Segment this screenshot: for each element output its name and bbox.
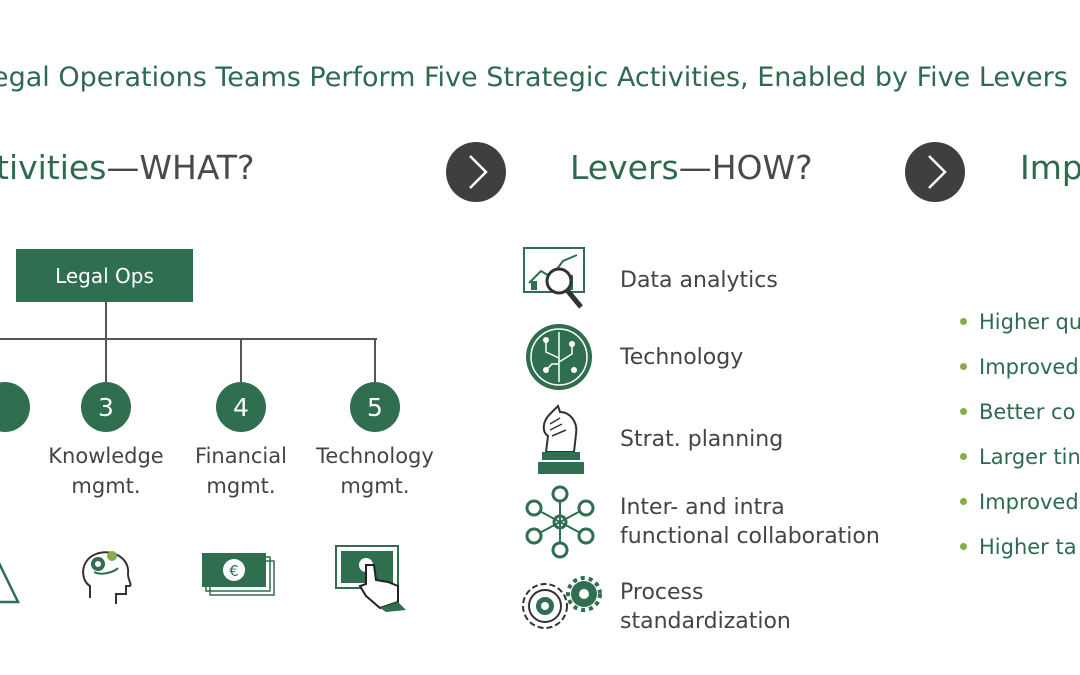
gears-icon xyxy=(522,576,602,629)
head-gears-icon xyxy=(82,551,132,604)
activities-heading: tivities—WHAT? xyxy=(0,148,255,187)
activity-number: 4 xyxy=(216,382,266,432)
activity-number: 5 xyxy=(350,382,400,432)
activity-label: Technology mgmt. xyxy=(316,444,434,498)
activity-number xyxy=(0,382,30,432)
bullet-dot xyxy=(960,497,967,505)
warning-triangle-icon xyxy=(0,562,20,604)
lever-label: Strat. planning xyxy=(620,427,784,452)
tree-connector xyxy=(374,338,376,384)
legal-ops-box: Legal Ops xyxy=(16,249,193,302)
levers-heading: Levers—HOW? xyxy=(570,148,813,187)
impact-item: Higher ta xyxy=(960,535,1077,559)
activity-label: Financial mgmt. xyxy=(195,444,287,498)
activity-number: 3 xyxy=(81,382,131,432)
chevron-right-icon xyxy=(446,142,506,202)
impact-item: Higher qu xyxy=(960,310,1080,334)
circuit-icon xyxy=(526,324,592,390)
impact-heading: Imp xyxy=(1020,148,1080,187)
bullet-dot xyxy=(960,407,967,415)
svg-text:€: € xyxy=(229,562,239,580)
tree-connector xyxy=(240,338,242,384)
chess-knight-icon xyxy=(538,404,584,474)
tree-connector xyxy=(105,302,107,339)
bullet-dot xyxy=(960,452,967,460)
bullet-dot xyxy=(960,362,967,370)
page-title: egal Operations Teams Perform Five Strat… xyxy=(0,62,1068,93)
bullet-dot xyxy=(960,317,967,325)
tree-connector xyxy=(0,338,377,340)
tree-connector xyxy=(105,338,107,384)
lever-label: Inter- and intra functional collaboratio… xyxy=(620,495,880,549)
euro-banknotes-icon: € xyxy=(202,553,275,596)
lever-label: Process standardization xyxy=(620,580,791,634)
activity-label: Knowledge mgmt. xyxy=(48,444,164,498)
chevron-right-icon xyxy=(905,142,965,202)
analytics-magnifier-icon xyxy=(523,247,585,309)
lever-label: Technology xyxy=(620,345,744,370)
impact-item: Improved xyxy=(960,355,1079,379)
impact-item: Better co xyxy=(960,400,1075,424)
touch-screen-icon xyxy=(335,545,406,612)
lever-label: Data analytics xyxy=(620,268,778,293)
bullet-dot xyxy=(960,542,967,550)
impact-item: Improved xyxy=(960,490,1079,514)
network-people-icon xyxy=(525,485,595,559)
impact-item: Larger tin xyxy=(960,445,1080,469)
